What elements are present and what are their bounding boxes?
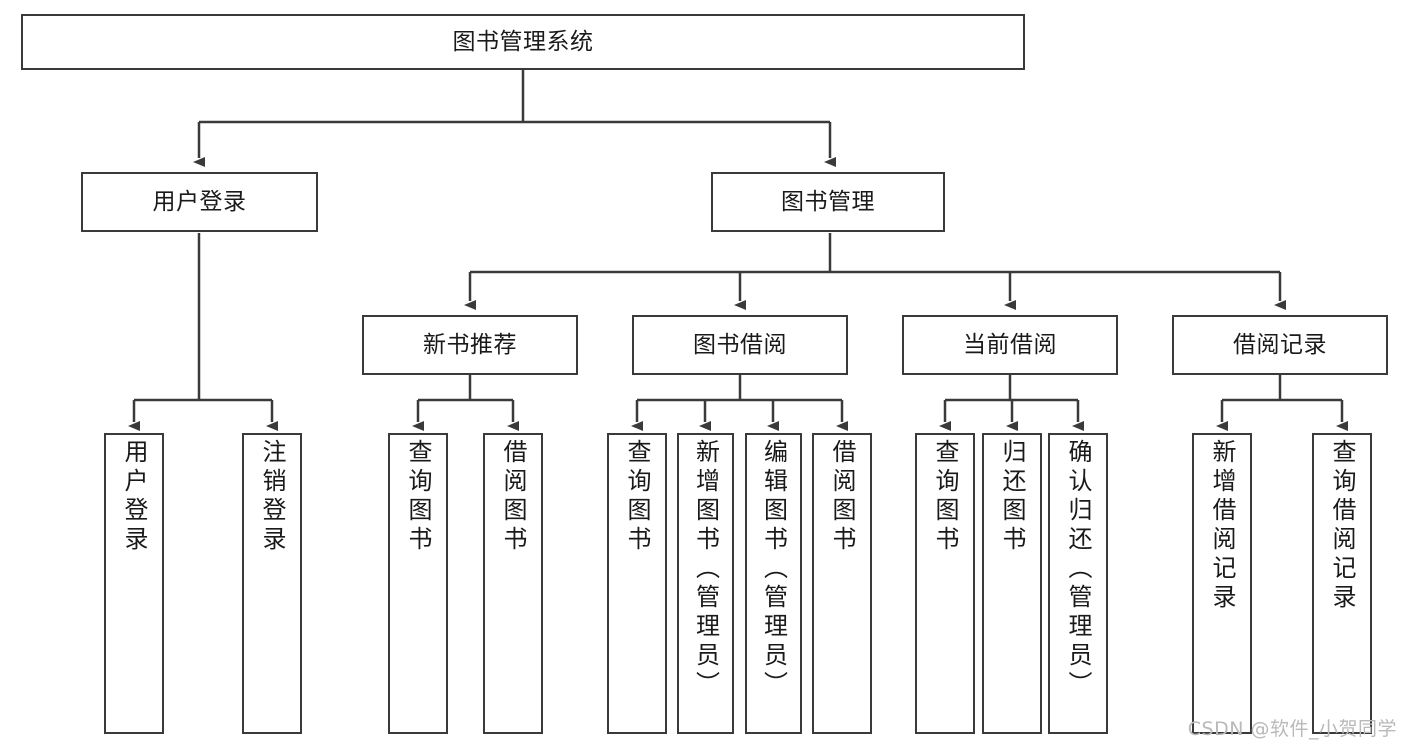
node-label: 新书推荐 bbox=[423, 331, 517, 358]
leaf-records-query-record[interactable]: 查询借阅记录 bbox=[1312, 433, 1372, 734]
node-label: 借阅图书 bbox=[828, 439, 856, 555]
leaf-borrow-query-book[interactable]: 查询图书 bbox=[607, 433, 667, 734]
node-label: 借阅图书 bbox=[499, 439, 527, 555]
leaf-current-confirm-return[interactable]: 确认归还（管理员） bbox=[1048, 433, 1108, 734]
node-new-book-recommend[interactable]: 新书推荐 bbox=[362, 315, 578, 375]
node-user-login[interactable]: 用户登录 bbox=[81, 172, 318, 232]
watermark-text: CSDN @软件_小贺同学 bbox=[1187, 718, 1397, 740]
node-current-borrow[interactable]: 当前借阅 bbox=[902, 315, 1118, 375]
node-label: 新增图书（管理员） bbox=[691, 439, 720, 700]
node-label: 图书借阅 bbox=[693, 331, 787, 358]
leaf-user-login-logout[interactable]: 注销登录 bbox=[242, 433, 302, 734]
node-book-management[interactable]: 图书管理 bbox=[711, 172, 945, 232]
node-label: 图书管理系统 bbox=[452, 28, 594, 55]
node-label: 当前借阅 bbox=[963, 331, 1057, 358]
node-label: 查询图书 bbox=[623, 439, 651, 555]
node-label: 编辑图书（管理员） bbox=[759, 439, 788, 700]
node-label: 新增借阅记录 bbox=[1208, 439, 1236, 613]
node-label: 确认归还（管理员） bbox=[1064, 439, 1092, 700]
node-label: 查询借阅记录 bbox=[1328, 439, 1356, 613]
leaf-current-query-book[interactable]: 查询图书 bbox=[915, 433, 975, 734]
leaf-new-book-borrow[interactable]: 借阅图书 bbox=[483, 433, 543, 734]
node-system-root[interactable]: 图书管理系统 bbox=[21, 14, 1025, 70]
leaf-current-return-book[interactable]: 归还图书 bbox=[982, 433, 1042, 734]
node-label: 注销登录 bbox=[258, 439, 286, 555]
leaf-user-login-login[interactable]: 用户登录 bbox=[104, 433, 164, 734]
node-label: 查询图书 bbox=[404, 439, 432, 555]
node-label: 用户登录 bbox=[152, 188, 247, 215]
leaf-new-book-query[interactable]: 查询图书 bbox=[388, 433, 448, 734]
node-book-borrow[interactable]: 图书借阅 bbox=[632, 315, 848, 375]
node-label: 用户登录 bbox=[120, 439, 148, 555]
leaf-borrow-edit-book[interactable]: 编辑图书（管理员） bbox=[745, 433, 802, 734]
node-label: 借阅记录 bbox=[1233, 331, 1327, 358]
leaf-borrow-add-book[interactable]: 新增图书（管理员） bbox=[677, 433, 734, 734]
node-borrow-records[interactable]: 借阅记录 bbox=[1172, 315, 1388, 375]
node-label: 归还图书 bbox=[998, 439, 1026, 555]
leaf-records-add-record[interactable]: 新增借阅记录 bbox=[1192, 433, 1252, 734]
node-label: 图书管理 bbox=[781, 188, 875, 215]
node-label: 查询图书 bbox=[931, 439, 959, 555]
leaf-borrow-borrow-book[interactable]: 借阅图书 bbox=[812, 433, 872, 734]
